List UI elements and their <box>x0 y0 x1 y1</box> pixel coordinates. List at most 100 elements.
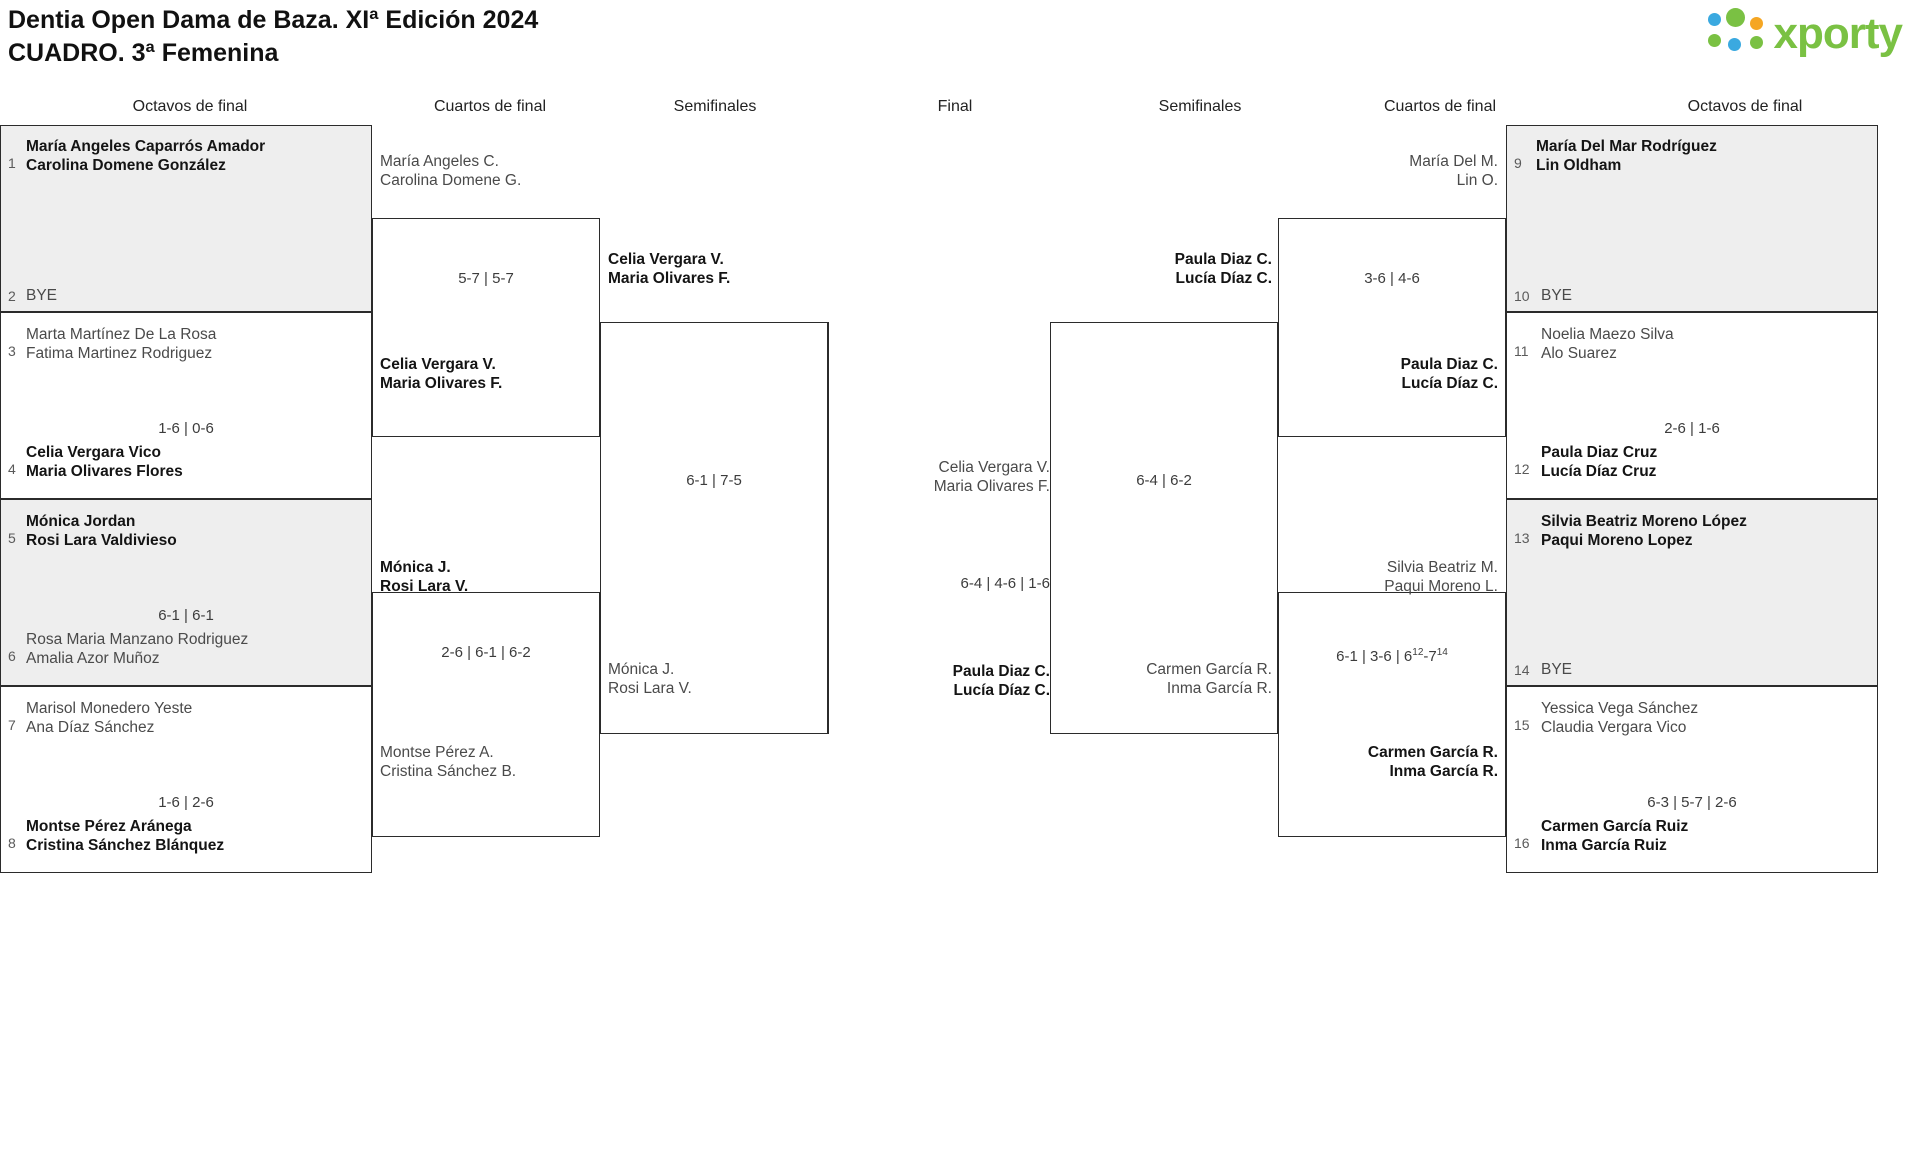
sf-connector-right <box>1050 322 1278 734</box>
player-name: Celia Vergara V. <box>608 251 724 268</box>
player-name: Mónica Jordan <box>26 513 136 530</box>
r16-block-3-4[interactable] <box>0 312 372 499</box>
qf-team-bottom-1: Mónica J. Rosi Lara V. <box>380 558 468 596</box>
r16-team-13: Silvia Beatriz Moreno López Paqui Moreno… <box>1541 512 1747 550</box>
round-header-left-r16: Octavos de final <box>132 98 248 115</box>
final-score: 6-4 | 4-6 | 1-6 <box>960 575 1050 592</box>
r16-team-16: Carmen García Ruiz Inma García Ruiz <box>1541 817 1688 855</box>
xporty-logo: xporty <box>1706 8 1903 60</box>
r16-team-9: María Del Mar Rodríguez Lin Oldham <box>1536 137 1717 175</box>
qf-connector-top <box>372 218 600 437</box>
bye-label: BYE <box>1541 287 1573 304</box>
player-name: Ana Díaz Sánchez <box>26 719 155 736</box>
title-line-1: Dentia Open Dama de Baza. XIª Edición 20… <box>8 6 539 34</box>
title-line-2: CUADRO. 3ª Femenina <box>8 39 279 67</box>
r16-team-6: Rosa Maria Manzano Rodriguez Amalia Azor… <box>26 630 248 668</box>
score-pre: 6-1 | 3-6 | 6 <box>1336 648 1413 665</box>
r16-block-7-8[interactable] <box>0 686 372 873</box>
round-header-right-r16: Octavos de final <box>1687 98 1803 115</box>
qf-team-right-top-2: Paula Diaz C. Lucía Díaz C. <box>1278 355 1498 393</box>
round-header-left-qf: Cuartos de final <box>433 98 547 115</box>
player-name: Paula Diaz C. <box>1174 251 1272 268</box>
player-name: Lin O. <box>1456 172 1498 189</box>
seed-number: 11 <box>1514 343 1529 359</box>
qf-team-right-bottom-1: Silvia Beatriz M. Paqui Moreno L. <box>1278 558 1498 596</box>
seed-number: 8 <box>8 835 16 851</box>
player-name: Noelia Maezo Silva <box>1541 326 1674 343</box>
match-score: 6-1 | 6-1 <box>158 607 214 624</box>
match-score: 6-1 | 7-5 <box>686 472 742 489</box>
seed-number: 12 <box>1514 461 1530 477</box>
qf-team-right-bottom-2: Carmen García R. Inma García R. <box>1278 743 1498 781</box>
round-header-right-qf: Cuartos de final <box>1383 98 1497 115</box>
player-name: Amalia Azor Muñoz <box>26 650 160 667</box>
player-name: Carolina Domene González <box>26 157 226 174</box>
player-name: Cristina Sánchez Blánquez <box>26 837 225 854</box>
round-header-right-sf: Semifinales <box>1158 98 1242 115</box>
round-header-left-sf: Semifinales <box>673 98 757 115</box>
player-name: Lin Oldham <box>1536 157 1622 174</box>
player-name: Alo Suarez <box>1541 345 1617 362</box>
final-divider <box>828 322 829 734</box>
player-name: Carmen García R. <box>1367 744 1498 761</box>
player-name: Paula Diaz C. <box>1400 356 1498 373</box>
match-score: 3-6 | 4-6 <box>1364 270 1420 287</box>
r16-block-9-10[interactable] <box>1506 125 1878 312</box>
player-name: Rosi Lara Valdivieso <box>26 532 177 549</box>
player-name: Rosi Lara V. <box>380 578 469 595</box>
player-name: Carmen García Ruiz <box>1541 818 1689 835</box>
seed-number: 9 <box>1514 155 1522 171</box>
player-name: Lucía Díaz Cruz <box>1541 463 1657 480</box>
player-name: Rosi Lara V. <box>608 680 692 697</box>
player-name: Lucía Díaz C. <box>1401 375 1498 392</box>
sf-team-right-2: Carmen García R. Inma García R. <box>1050 660 1272 698</box>
player-name: Claudia Vergara Vico <box>1541 719 1687 736</box>
qf-team-bottom-2: Montse Pérez A. Cristina Sánchez B. <box>380 743 516 781</box>
r16-team-7: Marisol Monedero Yeste Ana Díaz Sánchez <box>26 699 192 737</box>
seed-number: 10 <box>1514 288 1530 304</box>
player-name: Paqui Moreno L. <box>1384 578 1498 595</box>
round-header-final: Final <box>937 98 973 115</box>
player-name: Maria Olivares Flores <box>26 463 183 480</box>
bye-label: BYE <box>1541 661 1573 678</box>
r16-team-3: Marta Martínez De La Rosa Fatima Martine… <box>26 325 216 363</box>
r16-block-5-6[interactable] <box>0 499 372 686</box>
qf-connector-bottom <box>372 592 600 837</box>
xporty-dots-icon <box>1706 8 1764 60</box>
match-score: 2-6 | 6-1 | 6-2 <box>441 644 531 661</box>
r16-team-11: Noelia Maezo Silva Alo Suarez <box>1541 325 1674 363</box>
tiebreak-points-a: 12 <box>1412 647 1424 658</box>
player-name: Maria Olivares F. <box>608 270 731 287</box>
player-name: Celia Vergara V. <box>380 356 496 373</box>
player-name: Lucía Díaz C. <box>953 682 1050 699</box>
seed-number: 5 <box>8 530 16 546</box>
match-score: 6-4 | 6-2 <box>1136 472 1192 489</box>
r16-block-15-16[interactable] <box>1506 686 1878 873</box>
player-name: Montse Pérez A. <box>380 744 494 761</box>
player-name: Inma García Ruiz <box>1541 837 1667 854</box>
qf-team-top-2: Celia Vergara V. Maria Olivares F. <box>380 355 502 393</box>
r16-block-11-12[interactable] <box>1506 312 1878 499</box>
player-name: Lucía Díaz C. <box>1175 270 1272 287</box>
r16-block-13-14[interactable] <box>1506 499 1878 686</box>
sf-team-right-1: Paula Diaz C. Lucía Díaz C. <box>1050 250 1272 288</box>
match-score: 6-3 | 5-7 | 2-6 <box>1647 794 1737 811</box>
sf-team-left-2: Mónica J. Rosi Lara V. <box>608 660 692 698</box>
player-name: Marisol Monedero Yeste <box>26 700 193 717</box>
qf-connector-right-bottom <box>1278 592 1506 837</box>
r16-team-12: Paula Diaz Cruz Lucía Díaz Cruz <box>1541 443 1657 481</box>
seed-number: 1 <box>8 155 16 171</box>
player-name: Maria Olivares F. <box>380 375 503 392</box>
score-mid: -7 <box>1423 648 1437 665</box>
player-name: Maria Olivares F. <box>933 478 1050 495</box>
seed-number: 14 <box>1514 662 1530 678</box>
player-name: Montse Pérez Aránega <box>26 818 192 835</box>
player-name: Paula Diaz C. <box>952 663 1050 680</box>
player-name: Mónica J. <box>608 661 675 678</box>
player-name: Silvia Beatriz M. <box>1386 559 1498 576</box>
sf-connector-left <box>600 322 828 734</box>
player-name: Paqui Moreno Lopez <box>1541 532 1693 549</box>
player-name: Carmen García R. <box>1146 661 1272 678</box>
r16-team-8: Montse Pérez Aránega Cristina Sánchez Bl… <box>26 817 224 855</box>
r16-block-1-2[interactable] <box>0 125 372 312</box>
